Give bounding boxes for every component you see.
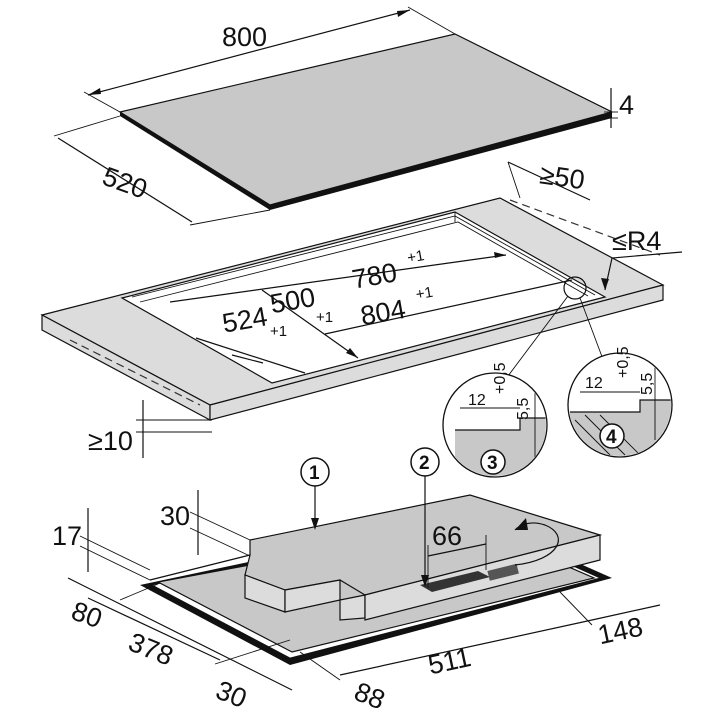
glass-width-label: 800 [222,22,267,52]
callout-1: 1 [300,457,330,530]
detail-4-tolerance: +0,5 [615,346,632,378]
dim-connection-offset: 66 [427,521,487,588]
cutout-outer-depth-tolerance: +1 [270,323,287,340]
callout-2: 2 [410,447,440,587]
step-height-label: 30 [160,501,190,531]
dim-front-clearance: ≥10 [88,400,212,458]
glass-edge-front [270,112,612,210]
cutout-inner-depth-tolerance: +1 [316,309,333,326]
cutout-inner-width-tolerance: +1 [406,247,426,267]
connection-terminal [420,571,490,592]
connection-offset-label: 66 [432,521,462,551]
front-offset-label: 80 [68,596,106,634]
svg-text:1: 1 [309,463,320,484]
dim-side-clearance: ≥50 [507,159,591,201]
detail-4-number: 4 [606,427,617,448]
dim-base-height: 17 [52,508,151,581]
worktop [40,197,665,422]
glass-top [118,33,614,210]
front-30-label: 30 [212,675,251,714]
detail-3: 12 +0,5 5,5 3 [442,362,548,478]
detail-3-tolerance: +0,5 [492,362,509,394]
svg-text:2: 2 [419,453,430,474]
detail-3-number: 3 [487,453,498,474]
worktop-cutout [120,211,607,384]
worktop-front-edge [209,284,664,421]
appliance-body [140,494,612,665]
offset-88-label: 88 [350,676,389,715]
width-511-label: 511 [425,642,473,680]
detail-4-width: 12 [585,375,603,392]
cutout-outer-width-tolerance: +1 [414,284,434,304]
detail-3-height: 5,5 [515,398,532,420]
dim-glass-width: 800 [83,6,456,113]
detail-3-width: 12 [468,392,486,409]
side-clearance-label: ≥50 [538,159,587,195]
depth-a-label: 378 [124,627,177,672]
base-height-label: 17 [52,521,82,551]
detail-4-height: 5,5 [639,373,656,395]
front-clearance-label: ≥10 [88,426,133,456]
detail-marker [563,276,587,300]
glass-thickness-label: 4 [619,90,634,120]
corner-radius-label: ≤R4 [612,226,661,256]
dim-glass-thickness: 4 [604,88,634,128]
glass-edge-left [120,112,270,210]
dim-step-height: 30 [160,490,251,557]
glass-depth-label: 520 [99,161,152,205]
detail-4: 12 +0,5 5,5 4 [567,346,673,458]
dim-corner-radius: ≤R4 [601,226,683,291]
